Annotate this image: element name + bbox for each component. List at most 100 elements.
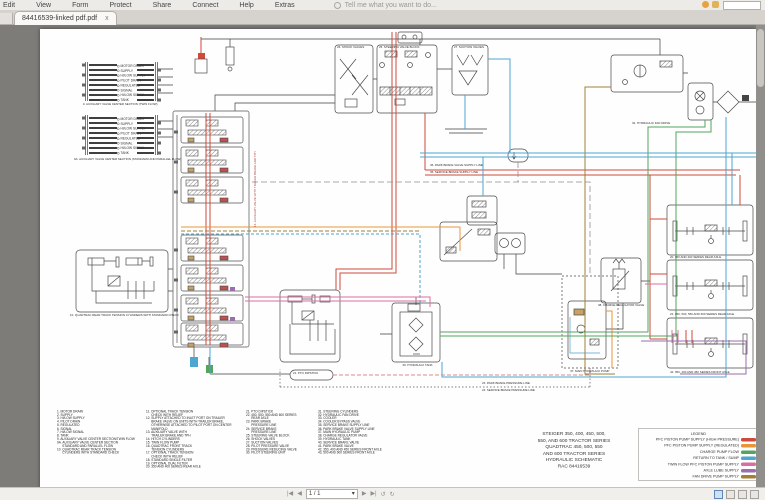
list-line: STANDARD AND PARALLEL FLOW — [57, 444, 114, 448]
start-tab-stub[interactable] — [0, 13, 13, 24]
first-page-button[interactable]: |◀ — [287, 490, 294, 497]
previous-page-button[interactable]: ◀ — [297, 490, 302, 497]
legend-row: PFC PISTON PUMP SUPPLY (HIGH PRESSURE) — [641, 437, 756, 443]
list-line: Share — [152, 1, 172, 9]
list-line: CYLINDERS WITH STANDARD CHECK — [57, 451, 120, 455]
theme-icon[interactable] — [702, 1, 709, 8]
toolbar-icons — [702, 1, 719, 8]
find-input[interactable] — [723, 1, 761, 10]
list-line: PRESSURE LINE — [246, 423, 277, 428]
list-line: 17. OPTIONAL TRACK TENSION — [146, 451, 194, 455]
status-bar: |◀ ◀ 1 / 1 ▾ ▶ ▶| ↺ ↻ — [0, 487, 765, 500]
list-line: QUADTRAC 450, 500, 550 — [545, 444, 603, 450]
caption-rear-axle-b: 22. 450, 500, 550 AND 600 SERIES REAR AX… — [670, 313, 735, 316]
last-page-button[interactable]: ▶| — [370, 490, 377, 497]
fullscreen-view-icon[interactable] — [750, 490, 759, 499]
list-line: 15. TWIN FLOW PUMP — [146, 441, 180, 445]
scrollbar-thumb[interactable] — [757, 29, 764, 87]
list-line: TENSION CYLINDERS — [146, 448, 185, 452]
list-line: HI/LOW SIGNAL — [117, 146, 159, 151]
label-park-brake-supply-line: 36. PARK BRAKE VALVE SUPPLY LINE — [430, 164, 483, 167]
tab-bar: 84416539-linked pdf.pdf x — [0, 10, 765, 25]
list-line: MOTOR DRAIN — [117, 117, 159, 122]
list-line: 37. MAIN HYDRAULIC PUMP — [318, 430, 361, 434]
page-dropdown-icon[interactable]: ▾ — [351, 491, 355, 497]
list-line: 20. 350 AND 400 SERIES REAR AXLE — [146, 465, 201, 469]
label-pto-dipstick: 21. PTO DIPSTICK — [293, 372, 319, 375]
list-line: HI/LOW SUPPLY — [117, 74, 159, 79]
list-line: 38. CHARGE REGULATOR VALVE — [318, 434, 368, 438]
list-line: 34. COOLER BYPASS VALVE — [318, 420, 361, 424]
list-line: 26. SHOCK VALVES — [246, 437, 276, 441]
list-line: 6. SIGNAL — [57, 427, 73, 431]
caption-shock-valves: 26. SHOCK VALVES — [337, 46, 365, 49]
legend-row: PFC PISTON PUMP SUPPLY (REGULATED) — [641, 443, 756, 449]
black-dotted-lines — [279, 368, 591, 388]
list-line: REGULATED — [117, 83, 159, 88]
list-line: 41. PARK BRAKE VALVE — [318, 444, 354, 448]
vertical-scrollbar[interactable] — [756, 25, 765, 488]
list-line: 28. PILOT PRESSURE VALVE — [246, 444, 290, 448]
label-service-brake-supply-line: 35. SERVICE BRAKE SUPPLY LINE — [430, 171, 479, 174]
list-line: Form — [72, 1, 89, 9]
label-park-brake-pressure-line: 23. PARK BRAKE PRESSURE LINE — [482, 382, 530, 385]
list-line: 32. HYDRAULIC FAN DRIVE — [318, 413, 359, 417]
list-line: 550, AND 600 TRACTOR SERIES — [537, 438, 611, 443]
list-line: PILOT DRAIN — [117, 79, 159, 84]
caption-charge-regulator: 38. CHARGE REGULATOR VALVE — [598, 304, 645, 307]
legend-title: LEGEND — [690, 431, 707, 437]
previous-view-button[interactable]: ↺ — [380, 491, 386, 498]
list-line: View — [36, 1, 52, 9]
list-line: TRAILER BRAKE AND TPH — [146, 434, 191, 438]
list-line: RAC 84416539 — [557, 464, 591, 470]
fan-motor-box — [687, 82, 714, 121]
purple-axle-lube-lines — [641, 340, 747, 375]
list-line: 2. SUPPLY — [57, 413, 73, 417]
continuous-view-icon[interactable] — [726, 490, 735, 499]
snapshot-icon[interactable] — [712, 1, 719, 8]
page-number-box[interactable]: 1 / 1 ▾ — [305, 489, 358, 499]
list-line: 7. HI/LOW SIGNAL — [57, 430, 85, 434]
list-line: SIGNAL — [117, 141, 159, 146]
list-line: CHECK WITH RELIEF — [146, 413, 184, 417]
caption-front-axle: 42. 350, 400 AND 450 SERIES FRONT AXLE — [670, 371, 730, 374]
list-line: HI/LOW SUPPLY — [117, 127, 159, 132]
next-page-button[interactable]: ▶ — [361, 490, 367, 497]
list-line: 22. 450, 500, 550 AND 600 SERIES — [246, 413, 297, 417]
legend-row: TWIN FLOW PFC PISTON PUMP SUPPLY — [641, 461, 756, 467]
label-aux-valve-rotated: 13. AUXILIARY VALVE WITH TRAILER BRAKE A… — [254, 151, 257, 227]
list-line: 24. SERVICE BRAKE — [246, 427, 277, 431]
document-tab[interactable]: 84416539-linked pdf.pdf x — [14, 11, 117, 25]
single-page-view-icon[interactable] — [714, 490, 723, 499]
list-line: PRESSURE LINE — [246, 430, 277, 434]
list-line: TANK — [117, 98, 159, 103]
tell-me-search[interactable]: Tell me what you want to do... — [333, 1, 437, 9]
facing-view-icon[interactable] — [738, 490, 747, 499]
cyan-return-lines — [181, 58, 756, 378]
green-charge-pump-lines — [440, 120, 712, 337]
tell-me-label[interactable]: Tell me what you want to do... — [344, 1, 437, 9]
list-line: HI/LOW SIGNAL — [117, 93, 159, 98]
list-line: 27. SUCTION VALVES — [246, 441, 279, 445]
list-line: 43. 500 AND 600 SERIES FRONT AXLE — [318, 451, 375, 455]
caption-track-tension: 10. QUADTRAC REAR TRACK TENSION CYLINDER… — [70, 314, 179, 317]
parts-list-column-2: 11. OPTIONAL TRACK TENSION CHECK WITH RE… — [146, 410, 231, 469]
list-line: Help — [239, 1, 254, 9]
close-tab-icon[interactable]: x — [105, 15, 109, 22]
list-line: SUPPLY — [117, 69, 159, 74]
next-view-button[interactable]: ↻ — [389, 491, 395, 498]
legend-row: AXLE LUBE SUPPLY — [641, 468, 756, 474]
brown-fan-drive-lines — [181, 86, 615, 375]
orange-regulated-lines — [181, 226, 613, 368]
front-axle-box — [666, 317, 754, 369]
list-line: 1. MOTOR DRAIN — [57, 410, 83, 414]
list-line: 35. SERVICE BRAKE SUPPLY LINE — [318, 423, 370, 428]
list-line: Connect — [192, 1, 219, 9]
